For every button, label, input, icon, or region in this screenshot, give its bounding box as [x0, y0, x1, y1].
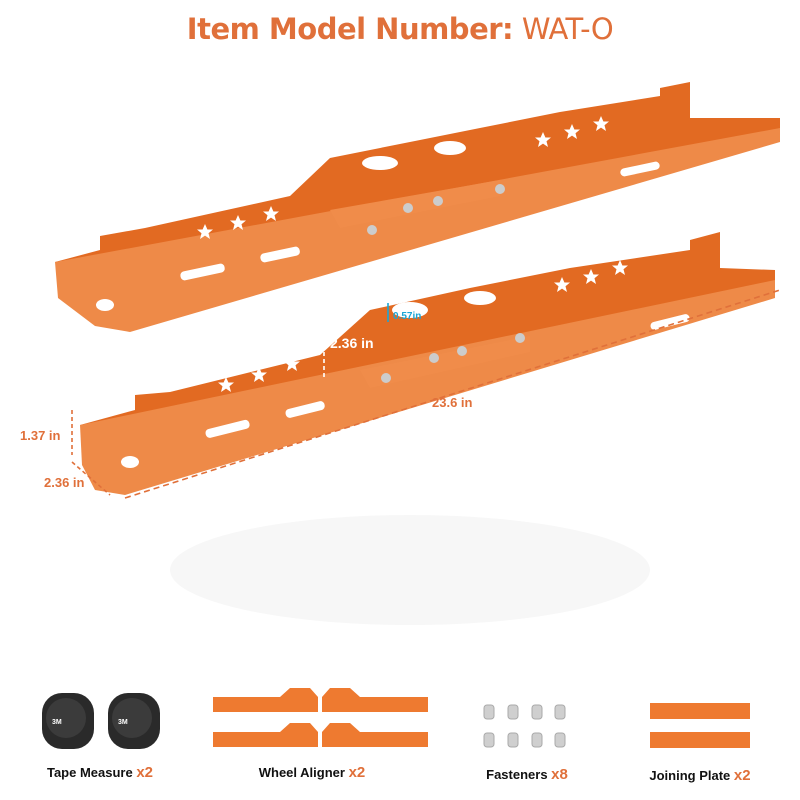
item-label-fasteners: Fasteners x8 [486, 766, 568, 783]
dimension-lines [71, 289, 781, 499]
model-number: WAT-O [521, 12, 614, 46]
title-label: Item Model Number: [186, 12, 514, 46]
page-title: Item Model Number: WAT-O [0, 12, 800, 46]
joining-plate-image [650, 703, 750, 748]
tape-measure-image: 3M 3M [42, 693, 160, 749]
slot-height-dimension: 0.57in [393, 311, 422, 322]
wall-height-dimension: 2.36 in [330, 335, 374, 351]
item-label-joining-plate: Joining Plate x2 [649, 767, 751, 784]
wheel-aligner-upper [55, 82, 780, 332]
height-dimension: 1.37 in [20, 428, 61, 443]
width-dimension: 2.36 in [44, 475, 85, 490]
wheel-aligner-lower [80, 232, 775, 495]
svg-text:3M: 3M [52, 719, 62, 726]
wheel-aligner-image [213, 688, 428, 747]
item-label-tape-measure: Tape Measure x2 [46, 764, 154, 781]
item-label-wheel-aligner: Wheel Aligner x2 [258, 764, 366, 781]
fasteners-image [483, 704, 566, 748]
svg-text:3M: 3M [118, 719, 128, 726]
length-dimension: 23.6 in [432, 395, 473, 410]
